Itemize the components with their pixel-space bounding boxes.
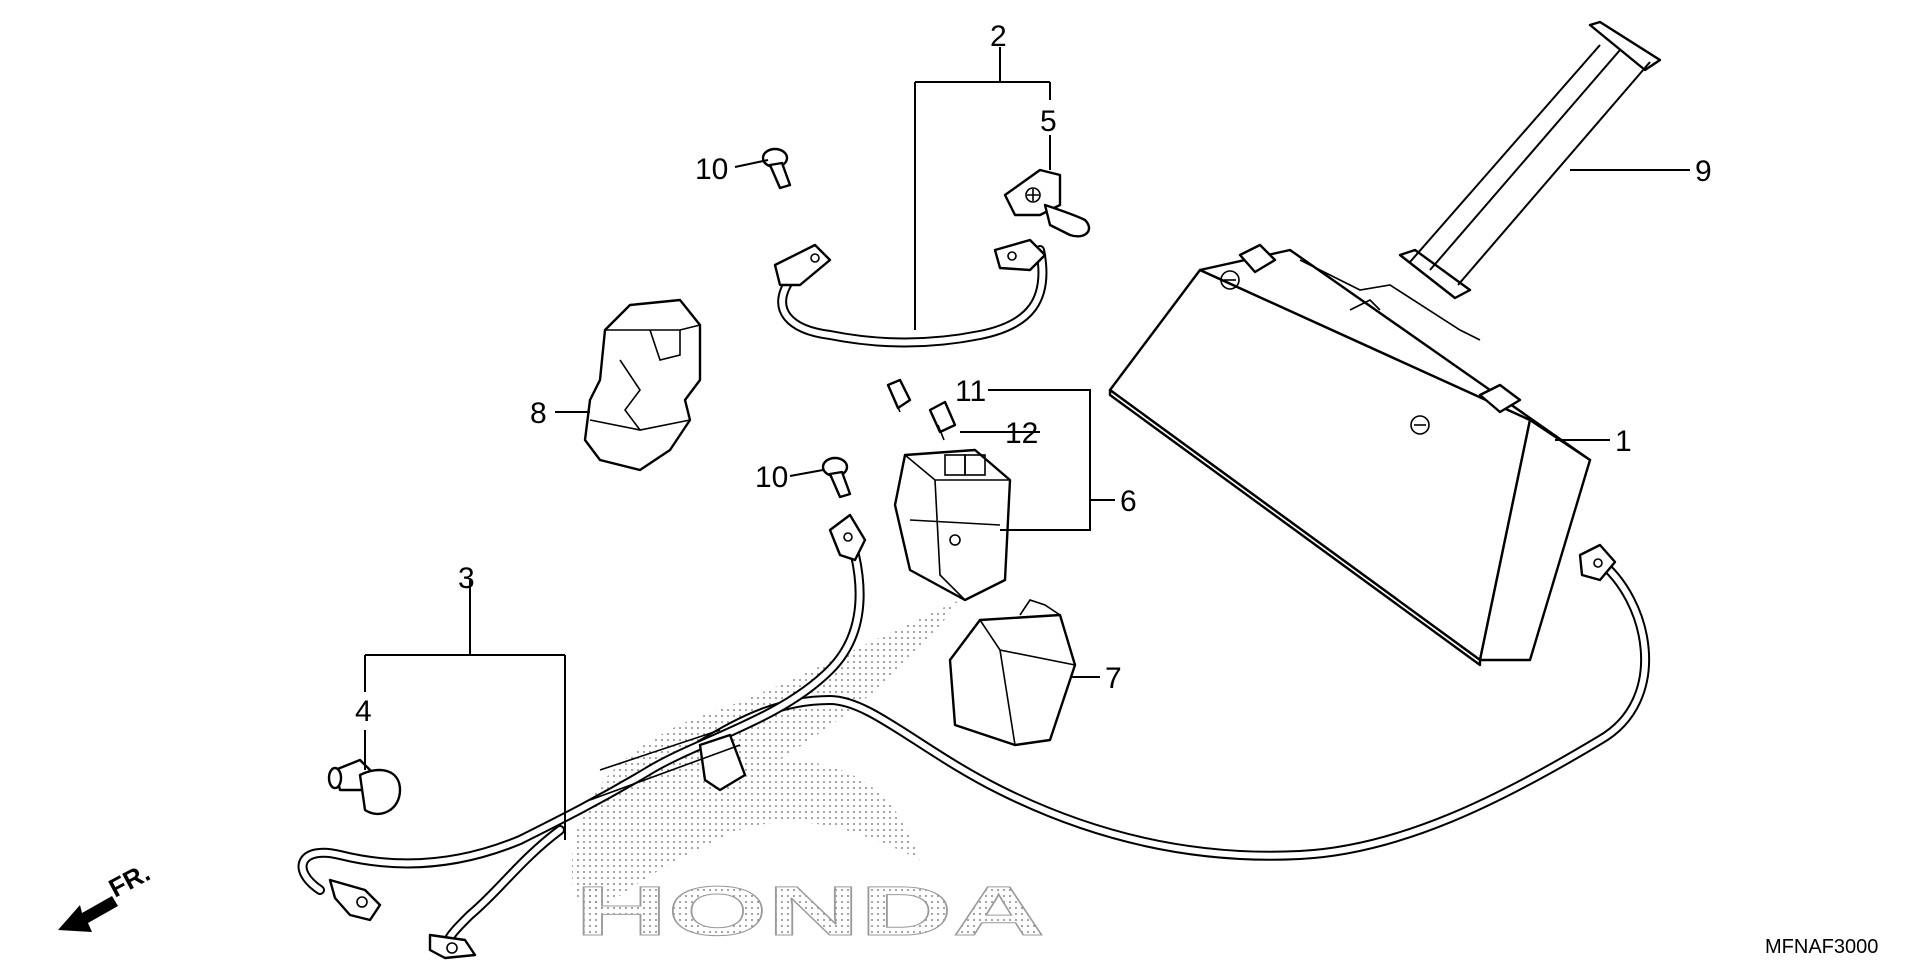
callout-7: 7 [1105, 662, 1122, 695]
leader-lines [364, 47, 1690, 840]
front-direction-arrow: FR. [58, 857, 155, 932]
callout-10-lower: 10 [755, 461, 788, 494]
callout-11: 11 [955, 375, 986, 408]
starter-relay-cover [583, 298, 702, 472]
callout-1: 1 [1615, 425, 1632, 458]
terminal-cap [327, 758, 402, 816]
watermark-text: HONDA [575, 872, 1045, 950]
starter-relay [893, 448, 1012, 602]
relay-boot [948, 599, 1077, 747]
fuse-11 [886, 378, 912, 413]
battery-positive-cable [773, 238, 1048, 348]
cable-clamp-bracket [1003, 168, 1091, 238]
callout-9: 9 [1695, 155, 1712, 188]
battery [1108, 243, 1592, 667]
fuse-12 [928, 400, 957, 441]
drawing-code: MFNAF3000 [1765, 936, 1878, 958]
bolt-10-lower [821, 456, 852, 499]
callout-10-upper: 10 [695, 153, 728, 186]
callout-3: 3 [458, 562, 475, 595]
callout-8: 8 [530, 397, 547, 430]
callout-2: 2 [990, 20, 1007, 53]
honda-watermark-logo: HONDA [571, 600, 1046, 951]
callout-6: 6 [1120, 485, 1137, 518]
callout-12: 12 [1005, 417, 1038, 450]
bolt-10-upper [761, 147, 792, 190]
callout-5: 5 [1040, 105, 1057, 138]
starter-cable-harness [297, 513, 867, 960]
battery-band [1398, 20, 1662, 300]
callout-4: 4 [355, 695, 372, 728]
battery-ground-cable [695, 543, 1651, 861]
